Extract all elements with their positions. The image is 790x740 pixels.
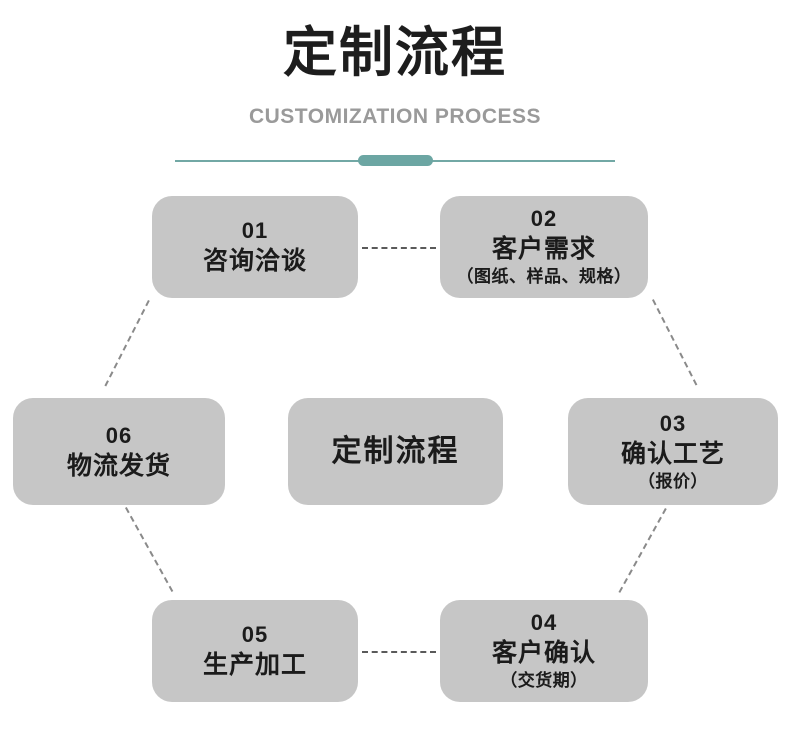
step-card-03[interactable]: 03 确认工艺 （报价） (568, 398, 778, 505)
step-card-05[interactable]: 05 生产加工 (152, 600, 358, 702)
center-hub-label: 定制流程 (331, 434, 460, 468)
step-name-03: 确认工艺 (620, 439, 725, 468)
title-divider (175, 155, 615, 167)
step-name-01: 咨询洽谈 (202, 247, 307, 275)
step-card-06[interactable]: 06 物流发货 (13, 398, 225, 505)
connector-step02-step03 (652, 299, 698, 386)
step-name-05: 生产加工 (202, 651, 307, 679)
step-number-03: 03 (659, 410, 687, 436)
connector-step01-step02 (362, 247, 436, 249)
step-name-06: 物流发货 (66, 451, 171, 480)
connector-step05-step04 (362, 651, 436, 653)
step-number-01: 01 (241, 218, 269, 243)
step-detail-02: （图纸、样品、规格） (456, 267, 632, 286)
step-card-01[interactable]: 01 咨询洽谈 (152, 196, 358, 298)
step-number-05: 05 (241, 622, 269, 647)
divider-accent-bar (358, 155, 433, 166)
step-detail-04: （交货期） (500, 671, 588, 690)
step-card-04[interactable]: 04 客户确认 （交货期） (440, 600, 648, 702)
step-number-06: 06 (105, 422, 133, 448)
step-name-02: 客户需求 (491, 235, 596, 263)
header: 定制流程 CUSTOMIZATION PROCESS (0, 0, 790, 185)
step-number-02: 02 (530, 206, 558, 231)
connector-step01-step06 (104, 300, 150, 387)
connector-step06-step05 (125, 507, 174, 592)
step-card-02[interactable]: 02 客户需求 （图纸、样品、规格） (440, 196, 648, 298)
page-title: 定制流程 (283, 23, 507, 83)
step-detail-03: （报价） (638, 471, 708, 491)
page-subtitle: CUSTOMIZATION PROCESS (248, 105, 542, 128)
connector-step03-step04 (618, 508, 667, 593)
step-number-04: 04 (530, 610, 558, 635)
step-name-04: 客户确认 (491, 639, 596, 667)
center-hub-card[interactable]: 定制流程 (288, 398, 503, 505)
